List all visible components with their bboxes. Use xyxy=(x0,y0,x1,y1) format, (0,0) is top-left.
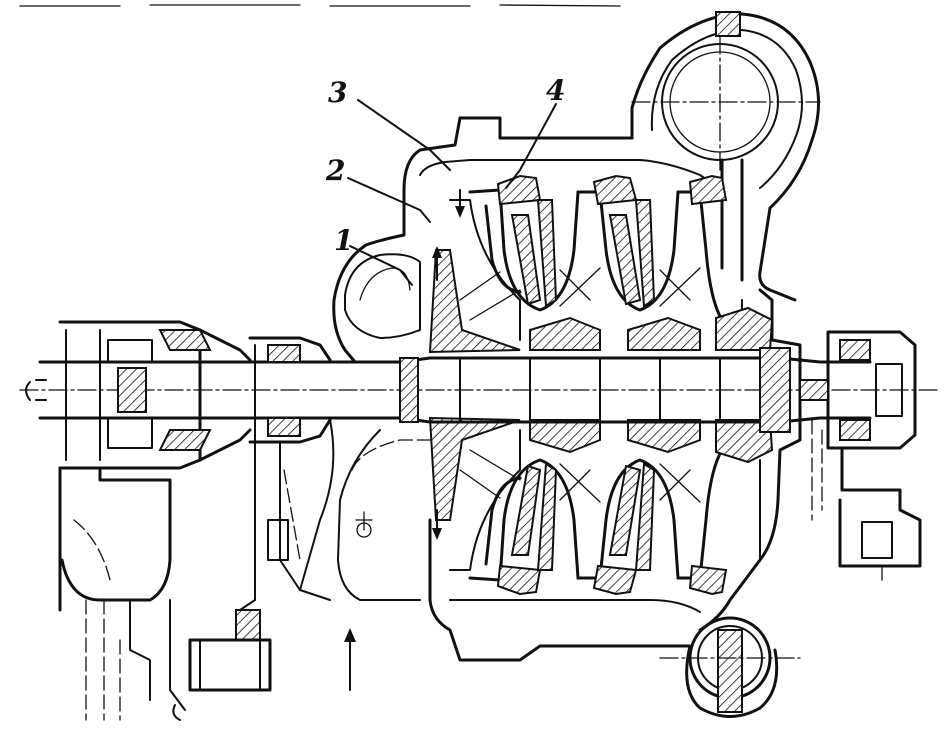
impeller-stages-lower xyxy=(337,416,774,601)
label-4: 4 xyxy=(546,74,565,107)
lower-volute xyxy=(659,616,801,718)
flow-arrows xyxy=(344,189,465,691)
label-3: 3 xyxy=(328,76,347,109)
right-bearing-assembly xyxy=(799,330,922,581)
left-bearing-assembly xyxy=(25,320,252,721)
label-2: 2 xyxy=(325,154,345,187)
label-1: 1 xyxy=(334,224,353,257)
intermediate-bearing xyxy=(188,336,335,692)
upper-volute xyxy=(630,11,821,302)
top-text-remnant xyxy=(19,4,621,7)
impeller-stages-upper xyxy=(428,174,774,354)
leader-lines xyxy=(347,99,557,286)
